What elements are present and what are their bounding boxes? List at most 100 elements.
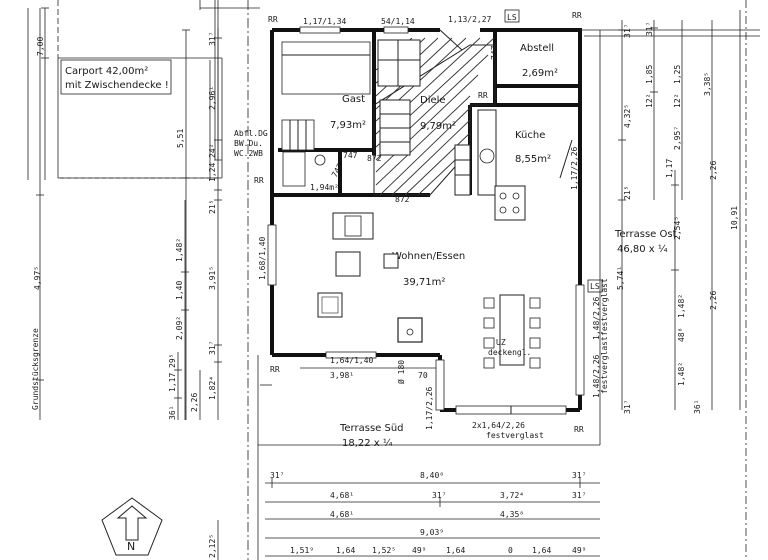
dim-left-21: 21⁵ xyxy=(208,200,217,214)
dim-bot-164c: 1,64 xyxy=(532,546,551,555)
room-labels: Gast 7,93m² Diele 9,79m² Abstell 2,69m² … xyxy=(234,41,558,288)
bottom-dimension-chains: 31⁷ 8,40⁶ 31⁷ 4,68¹ 31⁷ 3,72⁴ 31⁷ 4,68¹ … xyxy=(208,471,600,560)
dim-left-182: 1,82⁴ xyxy=(208,376,217,400)
dim-left-117: 1,17 xyxy=(168,373,177,392)
dim-left-551: 5,51 xyxy=(176,129,185,148)
carport-label-line1: Carport 42,00m² xyxy=(65,66,148,77)
ls-top-label: LS xyxy=(507,13,517,22)
terrasse-ost-value: 46,80 x ¼ xyxy=(617,243,668,255)
room-abstell-area: 2,69m² xyxy=(522,68,558,79)
dim-right-148b: 1,48² xyxy=(677,362,686,386)
room-wc-line2: BW.Du. xyxy=(234,139,263,148)
dim-right-1091: 10,91 xyxy=(730,206,739,230)
terrasse-sued-name: Terrasse Süd xyxy=(339,423,404,434)
dim-70: 70 xyxy=(418,371,428,380)
dim-win-117c: 1,17/2,26 xyxy=(570,146,579,190)
dim-right-12a: 12² xyxy=(645,94,654,108)
dim-right-31c: 31⁷ xyxy=(645,22,654,36)
room-wc-line1: Abfl.DG xyxy=(234,129,268,138)
wall-openings: 1,68/1,40 1,64/1,40 RR 3,98¹ 70 Ø 180 1,… xyxy=(258,146,609,440)
north-arrow-icon: N xyxy=(101,497,163,556)
dim-bot-164b: 1,64 xyxy=(446,546,465,555)
rr-label-wc: RR xyxy=(254,176,264,185)
uz-label: UZ xyxy=(496,338,506,347)
dim-left-31b: 31⁷ xyxy=(208,341,217,355)
dim-bot-152: 1,52⁵ xyxy=(372,546,396,555)
dim-bot-435: 4,35⁸ xyxy=(500,510,524,519)
dim-left-31a: 31⁷ xyxy=(208,32,217,46)
dim-bot-468b: 4,68¹ xyxy=(330,510,354,519)
dim-bot-49a: 49⁹ xyxy=(412,546,426,555)
dim-left-391: 3,91⁵ xyxy=(208,266,217,290)
dim-bot-0: 0 xyxy=(508,546,513,555)
phi-180-label: Ø 180 xyxy=(396,360,406,384)
dim-bot-903: 9,03⁹ xyxy=(420,528,444,537)
dim-left-140: 1,40 xyxy=(175,281,184,300)
dim-win-148b: 1,48/2,26 xyxy=(592,354,601,398)
top-openings: 1,17/1,34 54/1,14 1,13/2,27 LS RR RR xyxy=(268,9,582,51)
dim-win-2x: 2x1,64/2,26 xyxy=(472,421,525,430)
dim-bot-49b: 49⁹ xyxy=(572,546,586,555)
dim-top-win2: 54/1,14 xyxy=(381,17,415,26)
room-wc-line3: WC.2WB xyxy=(234,149,263,158)
room-wohnen-area: 39,71m² xyxy=(403,277,445,288)
dim-747-wc: 747 xyxy=(343,151,358,160)
terrasse-sued-value: 18,22 x ¼ xyxy=(342,437,393,449)
room-wohnen-name: Wohnen/Essen xyxy=(392,251,465,262)
property-line: Grundstücksgrenze xyxy=(31,0,249,560)
dim-bot-31a: 31⁷ xyxy=(270,471,284,480)
dim-right-338: 3,38⁵ xyxy=(703,72,712,96)
dim-bot-151: 1,51⁹ xyxy=(290,546,314,555)
dim-bot-164a: 1,64 xyxy=(336,546,355,555)
dim-win-117b: 1,17/2,26 xyxy=(425,386,434,430)
dim-left-700: 7,00 xyxy=(36,37,45,56)
terrasse-ost-name: Terrasse Ost xyxy=(614,229,677,240)
terraces: Terrasse Süd 18,22 x ¼ Terrasse Ost 46,8… xyxy=(257,29,760,560)
room-gast-name: Gast xyxy=(342,94,365,105)
north-label: N xyxy=(127,540,135,553)
dim-right-148a: 1,48² xyxy=(677,294,686,318)
dim-top-win1: 1,17/1,34 xyxy=(303,17,347,26)
dim-bot-31d: 31⁷ xyxy=(572,491,586,500)
dim-right-295: 2,95⁷ xyxy=(673,126,682,150)
dim-right-117: 1,17 xyxy=(665,159,674,178)
dim-747-abstell: 747 xyxy=(490,45,499,60)
festverglast-right-a: festverglast xyxy=(600,278,609,336)
left-dimension-chains: 7,00 5,51 4,97⁵ 31⁷ 2,96¹ 24² 1,24 21⁵ 3… xyxy=(33,7,222,420)
dim-left-148: 1,48² xyxy=(175,238,184,262)
dim-right-226a: 2,26 xyxy=(709,161,718,180)
rr-label-kueche: RR xyxy=(478,91,488,100)
dim-bot-372: 3,72⁴ xyxy=(500,491,524,500)
room-abstell-name: Abstell xyxy=(520,43,554,54)
dim-right-125: 1,25 xyxy=(673,65,682,84)
festverglast-bottom: festverglast xyxy=(486,431,544,440)
dim-right-574: 5,74¹ xyxy=(616,266,625,290)
dim-872-stair: 872 xyxy=(395,195,410,204)
room-diele-name: Diele xyxy=(420,95,446,106)
dim-top-door: 1,13/2,27 xyxy=(448,15,492,24)
dim-left-226: 2,26 xyxy=(190,393,199,412)
dim-872-diele: 872 xyxy=(367,154,382,163)
dim-right-432: 4,32⁵ xyxy=(623,104,632,128)
dim-left-296: 2,96¹ xyxy=(208,86,217,110)
dim-right-185: 1,85 xyxy=(645,65,654,84)
dim-win-148a: 1,48/2,26 xyxy=(592,296,601,340)
dim-left-124: 1,24 xyxy=(208,163,217,182)
rr-label-top-right: RR xyxy=(572,11,582,20)
grundstuecksgrenze-label: Grundstücksgrenze xyxy=(31,328,40,410)
carport-label-line2: mit Zwischendecke ! xyxy=(65,80,169,91)
room-kueche-name: Küche xyxy=(515,130,545,141)
dim-left-209: 2,09² xyxy=(175,316,184,340)
dim-right-36: 36¹ xyxy=(693,400,702,414)
dim-right-48: 48⁸ xyxy=(677,328,686,342)
dim-bot-468a: 4,68¹ xyxy=(330,491,354,500)
dim-left-497: 4,97⁵ xyxy=(33,266,42,290)
festverglast-right-b: festverglast xyxy=(600,336,609,394)
diele-hatch xyxy=(373,37,496,196)
house-fixtures: 747 872 872 747 747 RR RR UZ xyxy=(254,45,573,369)
dim-win-164: 1,64/1,40 xyxy=(330,356,374,365)
carport-area: Carport 42,00m² mit Zwischendecke ! xyxy=(27,0,260,180)
room-gast-area: 7,93m² xyxy=(330,120,366,131)
dim-win-168: 1,68/1,40 xyxy=(258,236,267,280)
